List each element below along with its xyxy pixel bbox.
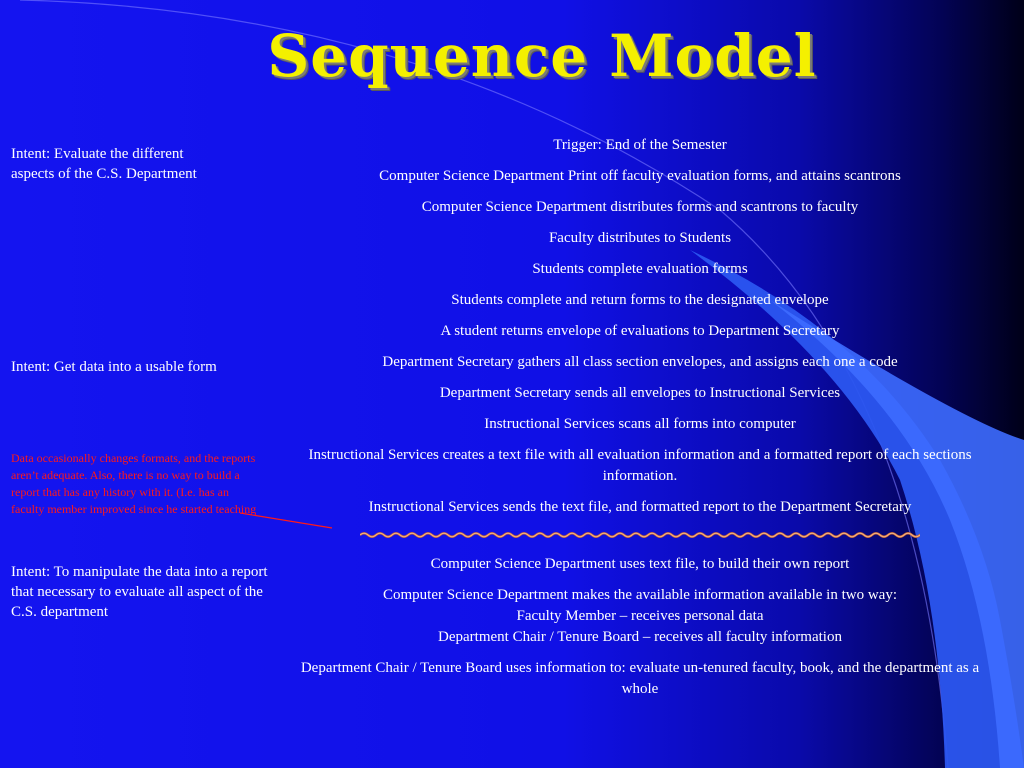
intent-manipulate: Intent: To manipulate the data into a re… (11, 564, 268, 620)
step-secretary-sends: Department Secretary sends all envelopes… (439, 385, 841, 401)
step-build-report: Computer Science Department uses text fi… (430, 556, 850, 572)
step-create-text-file: Instructional Services creates a text fi… (308, 447, 972, 484)
step-make-available-line2: Faculty Member – receives personal data (516, 608, 764, 624)
step-make-available-line1: Computer Science Department makes the av… (383, 587, 897, 603)
sequence-steps: Trigger: End of the Semester Computer Sc… (284, 135, 996, 710)
step-use-information: Department Chair / Tenure Board uses inf… (300, 660, 980, 697)
problem-note: Data occasionally changes formats, and t… (11, 451, 257, 516)
slide-title: Sequence Model (267, 22, 817, 90)
intent-usable-form: Intent: Get data into a usable form (11, 359, 217, 375)
step-make-available: Computer Science Department makes the av… (284, 585, 996, 648)
background-light-swoosh (770, 300, 1024, 768)
step-make-available-line3: Department Chair / Tenure Board – receiv… (438, 629, 842, 645)
divider-squiggle (360, 532, 920, 538)
step-scan-forms: Instructional Services scans all forms i… (484, 416, 796, 432)
step-send-text-file: Instructional Services sends the text fi… (368, 499, 912, 515)
step-print-forms: Computer Science Department Print off fa… (379, 168, 901, 184)
step-secretary-gathers: Department Secretary gathers all class s… (382, 354, 898, 370)
step-return-envelope: A student returns envelope of evaluation… (440, 323, 840, 339)
intent-evaluate: Intent: Evaluate the different aspects o… (11, 146, 197, 182)
background-blue-swoosh (690, 250, 1024, 768)
step-faculty-to-students: Faculty distributes to Students (548, 230, 732, 246)
step-distribute-to-faculty: Computer Science Department distributes … (421, 199, 859, 215)
step-students-complete: Students complete evaluation forms (532, 261, 748, 277)
step-students-return: Students complete and return forms to th… (451, 292, 829, 308)
note-pointer-line (239, 512, 333, 529)
step-trigger: Trigger: End of the Semester (553, 137, 727, 153)
